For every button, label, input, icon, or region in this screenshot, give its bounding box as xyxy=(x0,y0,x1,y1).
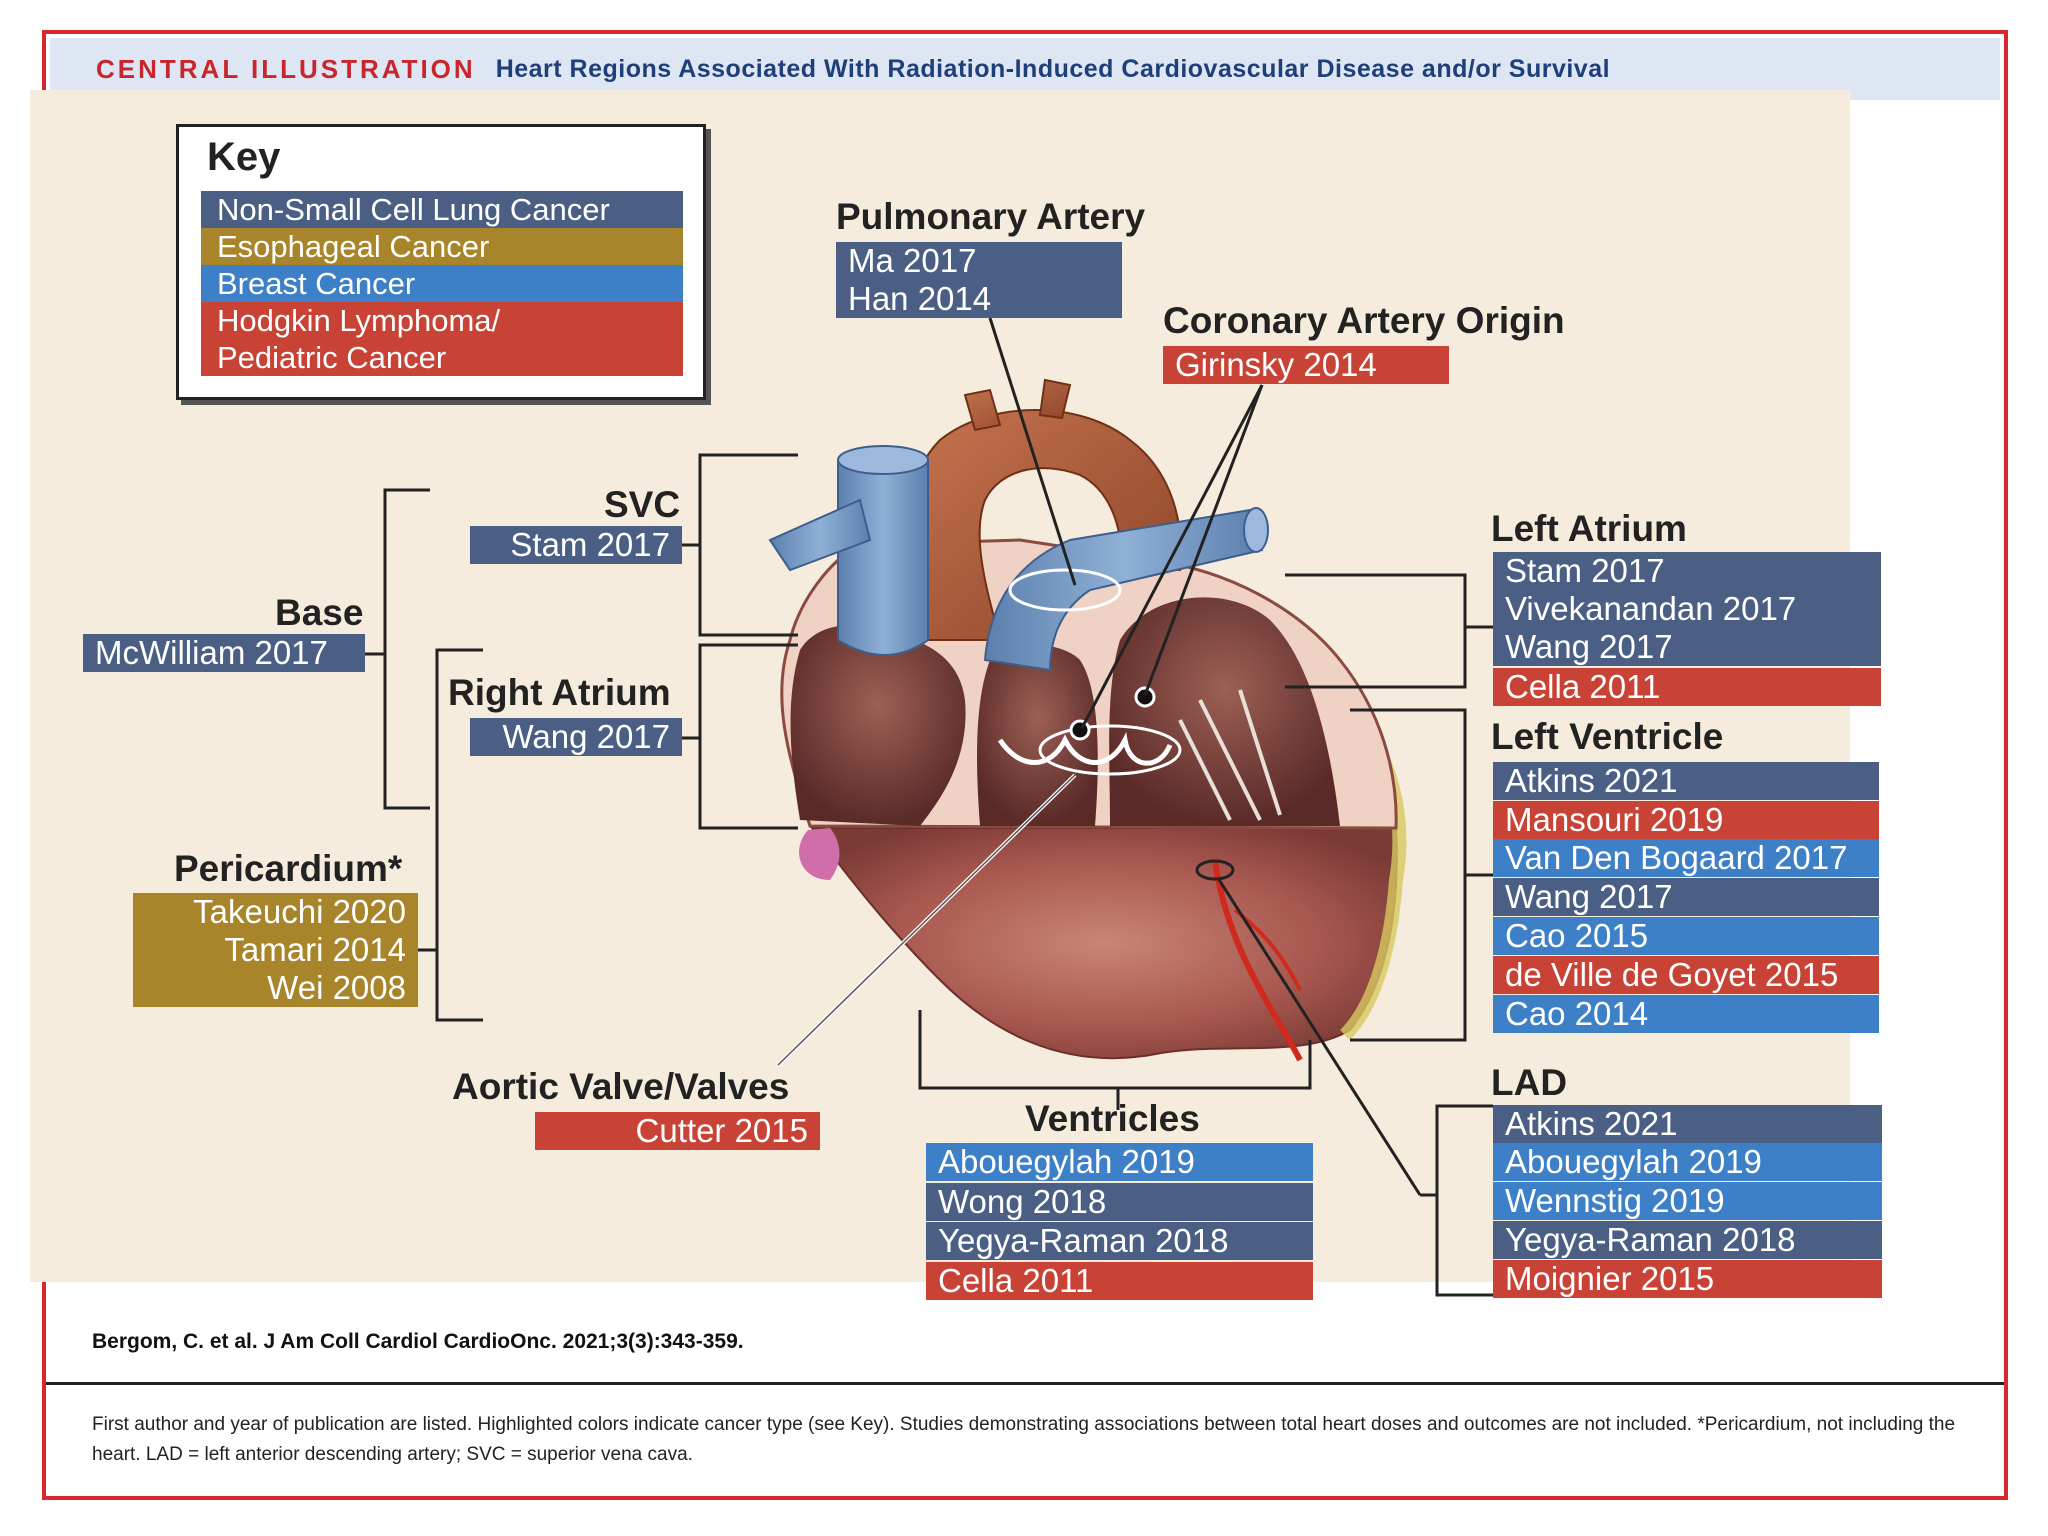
central-illustration-label: CENTRAL ILLUSTRATION xyxy=(96,53,476,84)
svc-vessel xyxy=(837,459,929,656)
left-ventricle-study-4: Wang 2017 xyxy=(1493,878,1879,916)
chordae xyxy=(1178,689,1282,821)
base-heading: Base xyxy=(275,592,364,633)
right-atrium-chamber xyxy=(790,625,966,826)
right-atrium-heading: Right Atrium xyxy=(448,672,671,713)
aortic-valve-leader-core xyxy=(777,774,1076,1066)
coronary-origin-study-1: Girinsky 2014 xyxy=(1163,346,1449,384)
left-ventricle-study-2: Mansouri 2019 xyxy=(1493,801,1879,839)
left-atrium-chamber xyxy=(1109,597,1340,826)
svc-opening xyxy=(837,445,929,475)
pericardium-study-2: Tamari 2014 xyxy=(133,931,418,969)
illustration-title: Heart Regions Associated With Radiation-… xyxy=(495,54,1611,83)
pericardium-study-1: Takeuchi 2020 xyxy=(133,893,418,931)
key-title: Key xyxy=(207,135,281,179)
left-atrium-study-3: Wang 2017 xyxy=(1493,628,1881,666)
lad-leader xyxy=(1216,877,1422,1196)
lad-study-3: Wennstig 2019 xyxy=(1493,1182,1882,1220)
pulmonary-artery-opening xyxy=(1243,507,1269,553)
lad-study-4: Yegya-Raman 2018 xyxy=(1493,1221,1882,1259)
key-item-esophageal: Esophageal Cancer xyxy=(201,228,683,265)
aortic-valve-heading: Aortic Valve/Valves xyxy=(452,1066,790,1107)
citation: Bergom, C. et al. J Am Coll Cardiol Card… xyxy=(92,1330,744,1353)
key-item-hodgkin-line1: Hodgkin Lymphoma/ xyxy=(217,303,501,338)
aortic-valve-study-1: Cutter 2015 xyxy=(535,1112,820,1150)
aortic-valve-marker xyxy=(1038,724,1182,776)
pulmonary-artery-heading: Pulmonary Artery xyxy=(836,196,1146,237)
ventricles-heading: Ventricles xyxy=(1025,1098,1200,1139)
left-ventricle-study-7: Cao 2014 xyxy=(1493,995,1879,1033)
pericardium-bracket xyxy=(435,648,483,1022)
right-atrial-appendage xyxy=(799,828,840,880)
lad-study-5: Moignier 2015 xyxy=(1493,1260,1882,1298)
svc-study-1: Stam 2017 xyxy=(470,526,682,564)
lad-heading: LAD xyxy=(1491,1062,1568,1103)
svc-heading: SVC xyxy=(604,484,681,525)
title-bar: CENTRAL ILLUSTRATION Heart Regions Assoc… xyxy=(50,38,2000,100)
right-atrium-study-1: Wang 2017 xyxy=(470,718,682,756)
ventricles-study-3: Yegya-Raman 2018 xyxy=(926,1222,1313,1260)
base-bracket xyxy=(383,488,430,810)
left-ventricle-study-6: de Ville de Goyet 2015 xyxy=(1493,956,1879,994)
pericardium-study-3: Wei 2008 xyxy=(133,969,418,1007)
pulmonary-valve-marker xyxy=(1008,568,1122,612)
coronary-origin-dot-2 xyxy=(1134,686,1156,708)
lad-study-2: Abouegylah 2019 xyxy=(1493,1143,1882,1181)
aortic-branches xyxy=(963,378,1072,432)
left-ventricle-study-3: Van Den Bogaard 2017 xyxy=(1493,839,1879,877)
coronary-origin-dot-1 xyxy=(1069,719,1091,741)
coronary-origin-leader-2 xyxy=(1143,384,1264,696)
key-item-hodgkin: Hodgkin Lymphoma/ Pediatric Cancer xyxy=(201,302,683,376)
ventricles-study-2: Wong 2018 xyxy=(926,1183,1313,1221)
lad-study-1: Atkins 2021 xyxy=(1493,1105,1882,1143)
left-atrium-heading: Left Atrium xyxy=(1491,508,1687,549)
footnote: First author and year of publication are… xyxy=(92,1414,1956,1465)
pericardium-heading: Pericardium* xyxy=(174,848,403,889)
key-item-hodgkin-line2: Pediatric Cancer xyxy=(217,340,447,375)
ventricles-study-4: Cella 2011 xyxy=(926,1262,1313,1300)
pulmonary-artery-vessel xyxy=(983,508,1264,672)
lad-origin-marker xyxy=(1195,859,1235,881)
aortic-valve-cusps xyxy=(997,732,1173,766)
left-atrium-study-1: Stam 2017 xyxy=(1493,552,1881,590)
left-ventricle-heading: Left Ventricle xyxy=(1491,716,1724,757)
left-atrium-bracket xyxy=(1285,573,1467,689)
key-item-breast: Breast Cancer xyxy=(201,265,683,302)
left-atrium-study-2: Vivekanandan 2017 xyxy=(1493,590,1881,628)
pulmonary-artery-leader xyxy=(988,317,1077,586)
pulmonary-artery-study-1: Ma 2017 xyxy=(836,242,1122,280)
left-ventricle-study-5: Cao 2015 xyxy=(1493,917,1879,955)
legend-key: Key Non-Small Cell Lung Cancer Esophagea… xyxy=(176,124,706,400)
key-item-nsclc: Non-Small Cell Lung Cancer xyxy=(201,191,683,228)
footer-divider xyxy=(46,1382,2004,1385)
ventricles-study-1: Abouegylah 2019 xyxy=(926,1143,1313,1181)
base-study-1: McWilliam 2017 xyxy=(83,634,365,672)
coronary-origin-leader-1 xyxy=(1080,384,1264,729)
left-atrium-study-4: Cella 2011 xyxy=(1493,668,1881,706)
lad-bracket xyxy=(1435,1104,1493,1297)
left-ventricle-study-1: Atkins 2021 xyxy=(1493,762,1879,800)
ventricles-bracket xyxy=(918,1010,1312,1090)
pulmonary-artery-study-2: Han 2014 xyxy=(836,280,1122,318)
coronary-origin-heading: Coronary Artery Origin xyxy=(1163,300,1565,341)
brachiocephalic-vein xyxy=(768,498,872,572)
lad-artery xyxy=(1212,859,1303,1062)
